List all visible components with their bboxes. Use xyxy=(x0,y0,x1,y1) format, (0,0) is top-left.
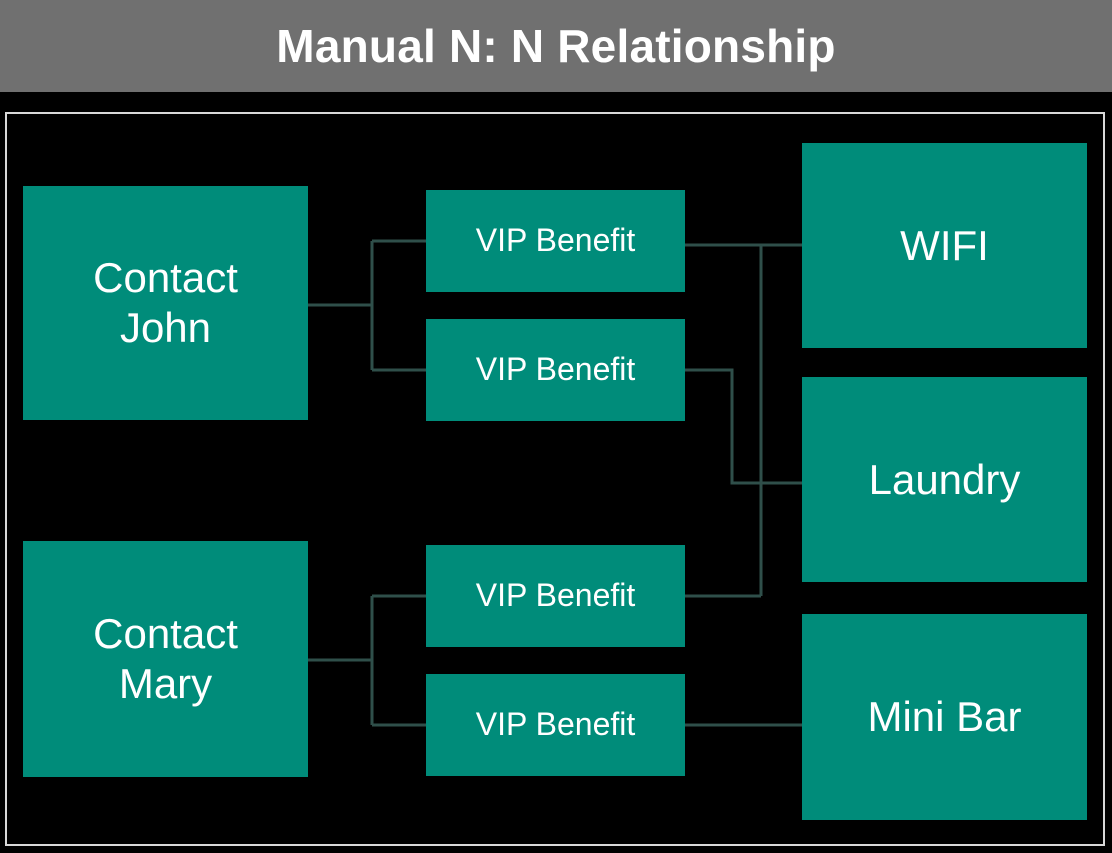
node-vip-benefit-3[interactable]: VIP Benefit xyxy=(426,545,685,647)
node-vip-benefit-4[interactable]: VIP Benefit xyxy=(426,674,685,776)
page-title: Manual N: N Relationship xyxy=(276,20,836,72)
node-contact-john[interactable]: Contact John xyxy=(23,186,308,420)
node-vip-benefit-2[interactable]: VIP Benefit xyxy=(426,319,685,421)
node-wifi[interactable]: WIFI xyxy=(802,143,1087,348)
title-banner xyxy=(0,0,1112,92)
node-contact-mary[interactable]: Contact Mary xyxy=(23,541,308,777)
node-laundry[interactable]: Laundry xyxy=(802,377,1087,582)
node-vip-benefit-1[interactable]: VIP Benefit xyxy=(426,190,685,292)
node-mini-bar[interactable]: Mini Bar xyxy=(802,614,1087,820)
